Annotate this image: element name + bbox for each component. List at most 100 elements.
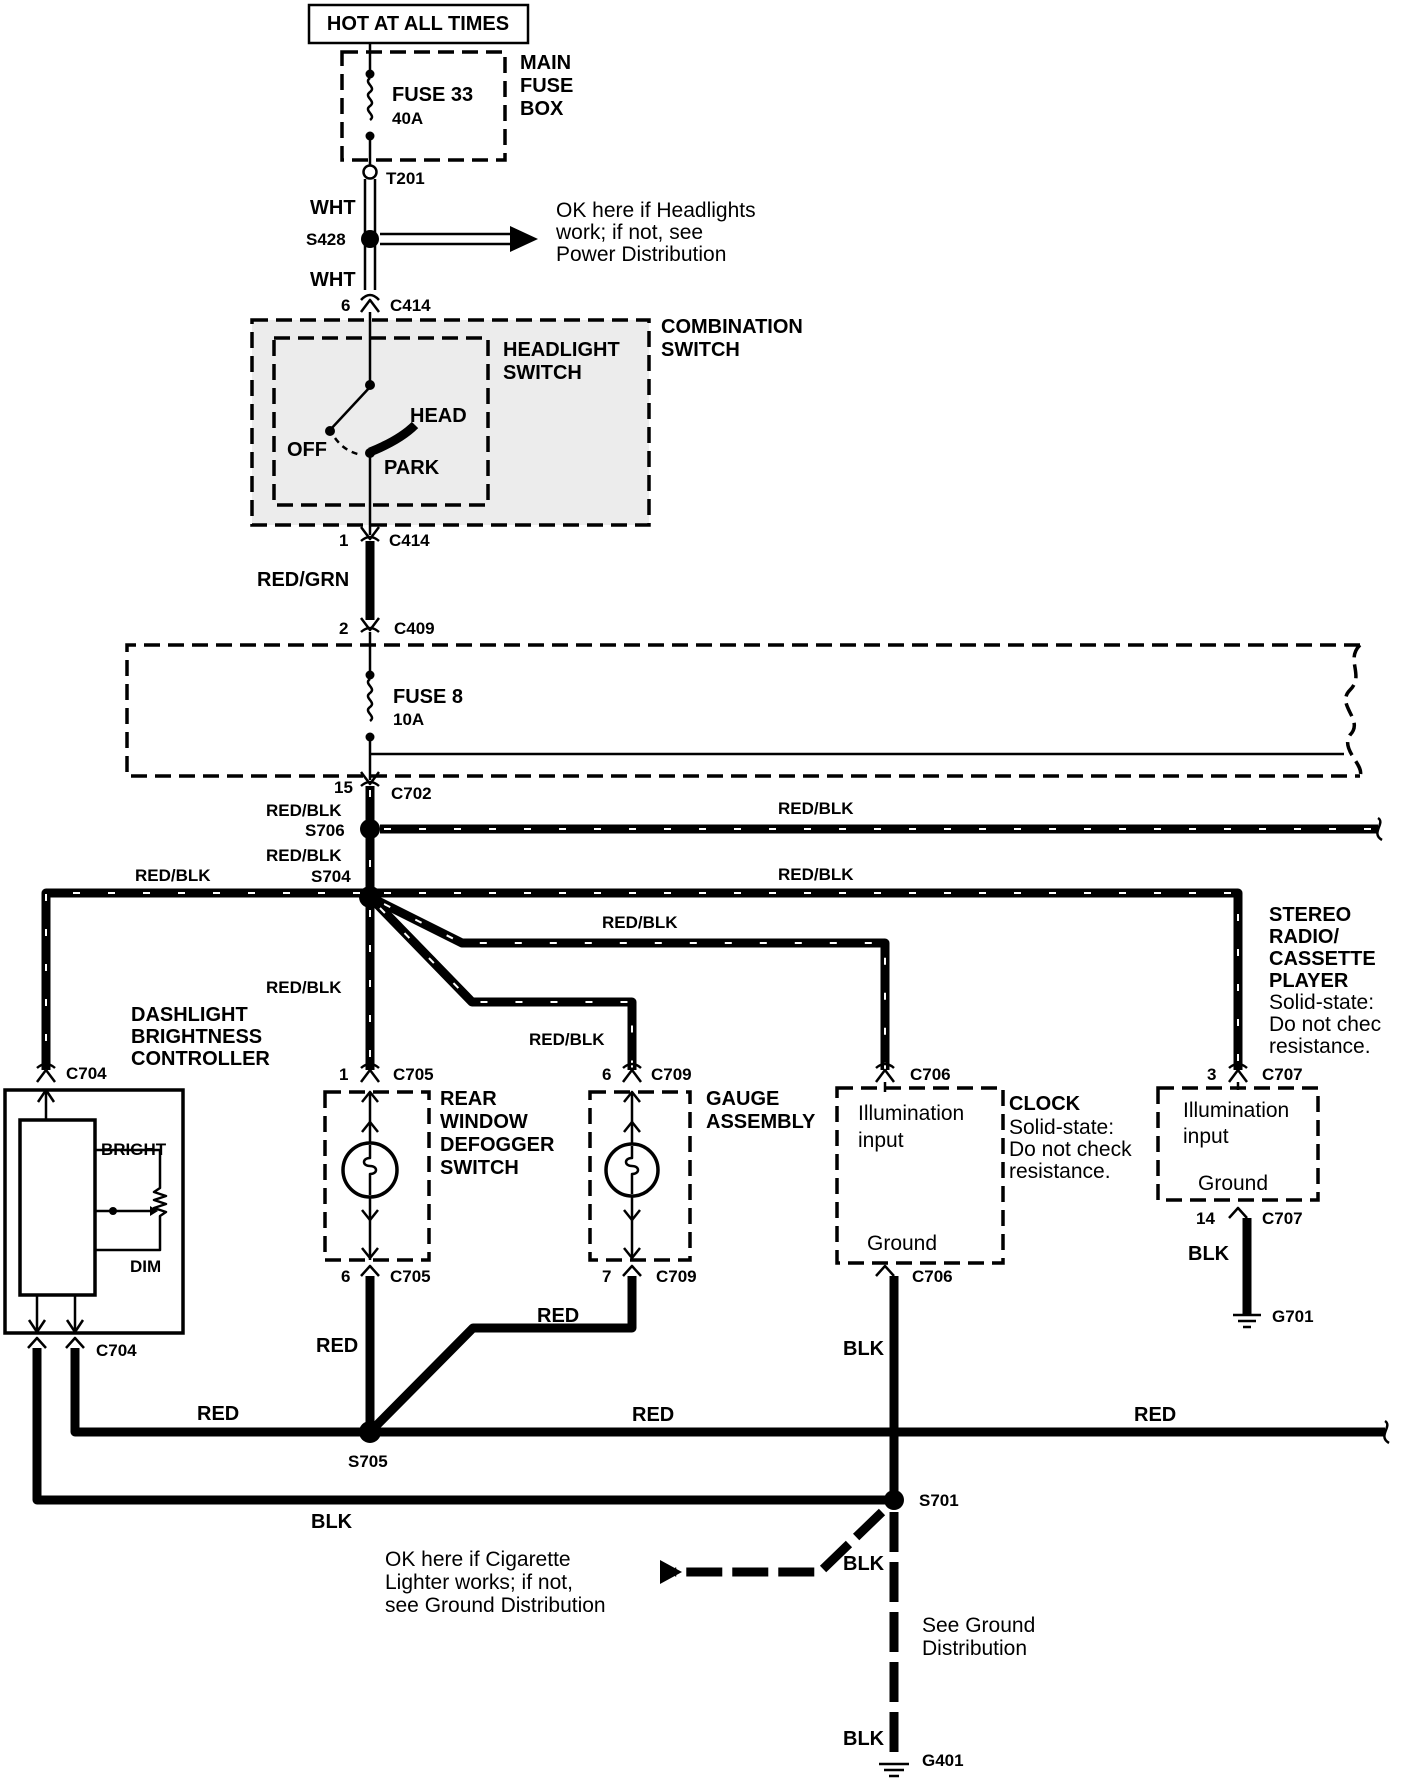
switch-pos-park: PARK [384,457,440,479]
head-park-contact [368,421,419,457]
blk-bottom-label: BLK [311,1511,353,1533]
power-source-label: HOT AT ALL TIMES [327,13,509,35]
stereo-radio-cassette-player: STEREO RADIO/ CASSETTE PLAYER Solid-stat… [1156,904,1381,1329]
red-blk-left-wire [41,888,370,1070]
c707-top-pin: 3 [1207,1065,1216,1084]
stereo-illum-2: input [1183,1125,1229,1148]
fuse-8-name: FUSE 8 [393,686,463,708]
stereo-title-3: CASSETTE [1269,948,1376,970]
c706-bottom-label: C706 [912,1267,953,1286]
stereo-note-2: Do not chec [1269,1013,1381,1036]
lighter-arrow [660,1560,682,1584]
switch-pos-off: OFF [287,439,327,461]
red-bottom-mid-label: RED [632,1404,674,1426]
fuse-33-name: FUSE 33 [392,84,473,106]
cigarette-note-3: see Ground Distribution [385,1594,606,1617]
c702-pin: 15 [334,778,353,797]
red-blk-defog-label: RED/BLK [266,978,342,997]
red-blk-s706-label: RED/BLK [778,799,854,818]
clock-note-2: Do not check [1009,1138,1132,1161]
wht-label-1: WHT [310,197,356,219]
red-blk-left-label: RED/BLK [135,866,211,885]
red-bottom-left-label: RED [197,1403,239,1425]
ground-dist-note-2: Distribution [922,1637,1027,1660]
g401-ground-icon [879,1762,909,1778]
red-bottom-wire [70,1348,1385,1437]
main-fuse-box-label-1: MAIN [520,52,571,74]
stereo-illum-1: Illumination [1183,1099,1289,1122]
c702-connector [360,771,380,786]
clock-illum-1: Illumination [858,1102,964,1125]
s706-label: S706 [305,821,345,840]
rear-window-defogger-switch: 1 C705 REAR WINDOW DEFOGGER SWITCH 6 C70… [323,1062,555,1286]
blk-bottom-wire [32,1348,894,1505]
red-gauge-label: RED [537,1305,579,1327]
headlights-note-3: Power Distribution [556,243,726,266]
defogger-title-3: DEFOGGER [440,1134,555,1156]
c702-label: C702 [391,784,432,803]
c704-top-label: C704 [66,1064,107,1083]
c706-top-label: C706 [910,1065,951,1084]
fuse-33-icon [366,76,374,122]
dashlight-bright-label: BRIGHT [101,1140,167,1159]
c705-top-pin: 1 [339,1065,348,1084]
red-blk-right-wire [370,888,1243,1070]
power-source-box: HOT AT ALL TIMES [307,3,530,45]
s428-splice [361,230,379,248]
c414-bottom-pin: 1 [339,531,348,550]
g701-ground-icon [1233,1313,1261,1329]
c409-label: C409 [394,619,435,638]
s701-label: S701 [919,1491,959,1510]
c414-bottom-connector [360,526,380,541]
s705-label: S705 [348,1452,388,1471]
c707-top-label: C707 [1262,1065,1303,1084]
stereo-note-3: resistance. [1269,1035,1371,1058]
clock-illum-2: input [858,1129,904,1152]
c709-top-label: C709 [651,1065,692,1084]
clock-title: CLOCK [1009,1093,1081,1115]
combination-switch-title-1: COMBINATION [661,316,803,338]
dashlight-dim-label: DIM [130,1257,161,1276]
stereo-title-4: PLAYER [1269,970,1349,992]
blk-stereo-label: BLK [1188,1243,1230,1265]
c709-top-pin: 6 [602,1065,611,1084]
blk-lighter-label: BLK [843,1553,885,1575]
wht-label-2: WHT [310,269,356,291]
s701-splice [884,1490,904,1510]
c705-top-label: C705 [393,1065,434,1084]
gauge-title-1: GAUGE [706,1088,779,1110]
c707-bottom-label: C707 [1262,1209,1303,1228]
cigarette-note-2: Lighter works; if not, [385,1571,573,1594]
c705-bottom-label: C705 [390,1267,431,1286]
fuse-8-panel: FUSE 8 10A [125,632,1363,780]
s706-splice [360,819,380,839]
red-blk-c702-label: RED/BLK [266,801,342,820]
clock-note-1: Solid-state: [1009,1116,1114,1139]
c705-bottom-pin: 6 [341,1267,350,1286]
t201-terminal [362,164,378,180]
red-blk-gauge-label: RED/BLK [529,1030,605,1049]
clock-note-3: resistance. [1009,1160,1111,1183]
switch-pos-head: HEAD [410,405,467,427]
gauge-title-2: ASSEMBLY [706,1111,816,1133]
headlight-switch-blade [329,386,371,431]
stereo-title-1: STEREO [1269,904,1351,926]
stereo-note-1: Solid-state: [1269,991,1374,1014]
headlight-switch-title-2: SWITCH [503,362,582,384]
fuse-33-rating: 40A [392,109,423,128]
headlights-note-1: OK here if Headlights [556,199,756,222]
g401-label: G401 [922,1751,964,1770]
red-bottom-right-label: RED [1134,1404,1176,1426]
stereo-title-2: RADIO/ [1269,926,1339,948]
defogger-title-1: REAR [440,1088,497,1110]
c409-connector [360,617,380,632]
dashlight-title-3: CONTROLLER [131,1048,270,1070]
gauge-bulb-icon [604,1142,660,1198]
red-blk-s704-top-label: RED/BLK [266,846,342,865]
main-fuse-box-label-3: BOX [520,98,564,120]
fuse-8-rating: 10A [393,710,424,729]
red-defog-label: RED [316,1335,358,1357]
c409-pin: 2 [339,619,348,638]
headlights-note-2: work; if not, see [555,221,703,244]
